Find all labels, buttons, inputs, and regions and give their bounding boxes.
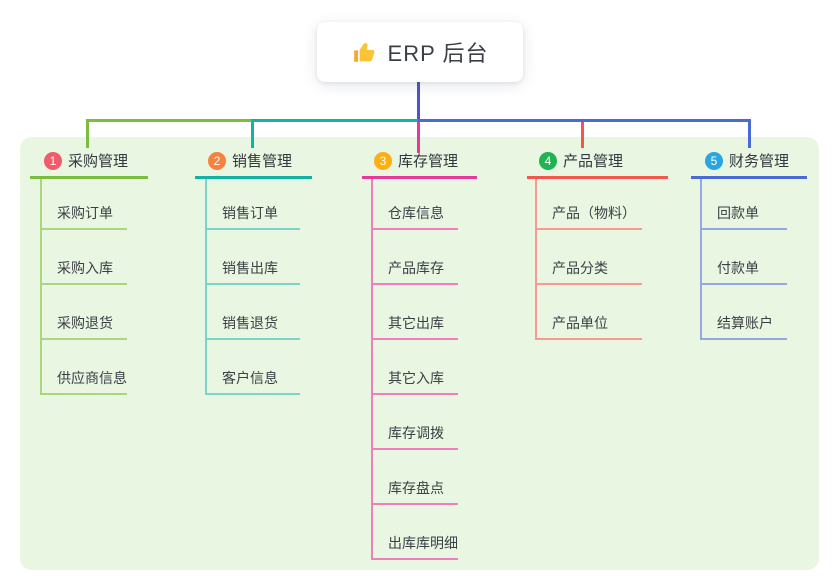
branch-label: 产品管理: [563, 153, 624, 170]
child-node[interactable]: 其它入库: [388, 370, 444, 386]
child-node[interactable]: 供应商信息: [57, 370, 127, 386]
child-node[interactable]: 产品库存: [388, 260, 444, 276]
child-node[interactable]: 回款单: [717, 205, 759, 221]
branch-label: 财务管理: [729, 153, 790, 170]
child-underline: [535, 338, 642, 340]
branch-underline: [195, 176, 312, 179]
child-underline: [205, 228, 300, 230]
child-node[interactable]: 销售订单: [222, 205, 278, 221]
branch-drop-line: [251, 120, 254, 148]
child-underline: [205, 393, 300, 395]
branch-underline: [527, 176, 668, 179]
child-underline: [371, 558, 458, 560]
child-node[interactable]: 出库库明细: [388, 535, 458, 551]
child-underline: [40, 338, 127, 340]
child-underline: [700, 283, 787, 285]
branch-drop-line: [86, 120, 89, 148]
root-connector-line: [417, 82, 420, 122]
child-node[interactable]: 采购入库: [57, 260, 113, 276]
child-node[interactable]: 付款单: [717, 260, 759, 276]
branch-underline: [362, 176, 477, 179]
branch-trunk-line: [371, 179, 373, 560]
child-node[interactable]: 结算账户: [717, 315, 773, 331]
connector-segment: [418, 119, 751, 122]
child-node[interactable]: 产品（物料）: [552, 205, 636, 221]
child-node[interactable]: 客户信息: [222, 370, 278, 386]
root-node[interactable]: ERP 后台: [317, 22, 523, 82]
child-underline: [371, 503, 458, 505]
child-node[interactable]: 销售退货: [222, 315, 278, 331]
child-underline: [371, 338, 458, 340]
branch-underline: [691, 176, 807, 179]
child-node[interactable]: 库存调拨: [388, 425, 444, 441]
branch-node-3[interactable]: 3 库存管理: [374, 150, 458, 171]
child-underline: [371, 393, 458, 395]
child-underline: [371, 228, 458, 230]
branch-number-badge: 3: [374, 151, 392, 170]
child-underline: [205, 338, 300, 340]
branch-number-badge: 1: [44, 151, 62, 170]
connector-segment: [251, 119, 419, 122]
child-node[interactable]: 产品分类: [552, 260, 608, 276]
branches-panel: [20, 137, 819, 570]
branch-node-1[interactable]: 1 采购管理: [44, 150, 128, 171]
branch-drop-line: [417, 120, 420, 153]
branch-label: 库存管理: [398, 153, 459, 170]
child-node[interactable]: 仓库信息: [388, 205, 444, 221]
child-node[interactable]: 采购退货: [57, 315, 113, 331]
child-node[interactable]: 销售出库: [222, 260, 278, 276]
child-node[interactable]: 其它出库: [388, 315, 444, 331]
branch-label: 销售管理: [232, 153, 293, 170]
branch-drop-line: [748, 120, 751, 148]
child-underline: [40, 283, 127, 285]
branch-number-badge: 4: [539, 151, 557, 170]
child-underline: [535, 228, 642, 230]
branch-number-badge: 2: [208, 151, 226, 170]
child-underline: [371, 448, 458, 450]
child-node[interactable]: 库存盘点: [388, 480, 444, 496]
root-node-label: ERP 后台: [387, 41, 489, 66]
branch-label: 采购管理: [68, 153, 129, 170]
connector-segment: [86, 119, 254, 122]
branch-number-badge: 5: [705, 151, 723, 170]
child-underline: [40, 228, 127, 230]
child-underline: [700, 228, 787, 230]
child-underline: [700, 338, 787, 340]
branch-trunk-line: [205, 179, 207, 395]
child-underline: [371, 283, 458, 285]
branch-trunk-line: [700, 179, 702, 340]
branch-trunk-line: [40, 179, 42, 395]
child-node[interactable]: 采购订单: [57, 205, 113, 221]
thumbs-up-icon: [352, 39, 378, 65]
child-underline: [535, 283, 642, 285]
child-underline: [205, 283, 300, 285]
child-underline: [40, 393, 127, 395]
branch-underline: [30, 176, 148, 179]
branch-trunk-line: [535, 179, 537, 340]
child-node[interactable]: 产品单位: [552, 315, 608, 331]
branch-node-4[interactable]: 4 产品管理: [539, 150, 623, 171]
branch-node-2[interactable]: 2 销售管理: [208, 150, 292, 171]
branch-node-5[interactable]: 5 财务管理: [705, 150, 789, 171]
branch-drop-line: [581, 120, 584, 148]
